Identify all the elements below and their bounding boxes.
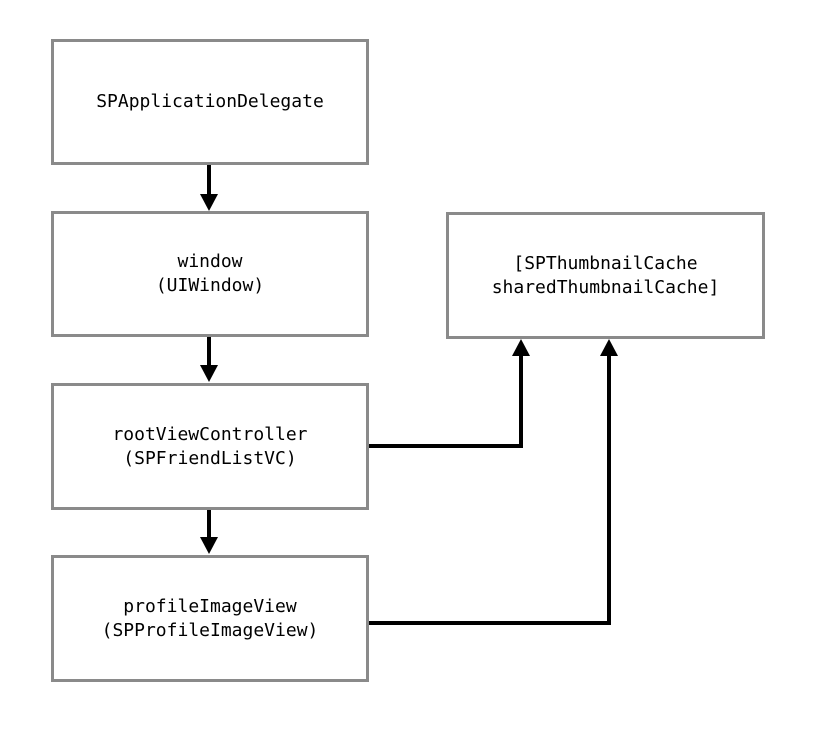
node-profile-image-view-type: (SPProfileImageView)	[101, 619, 319, 641]
node-window-name: window	[177, 251, 243, 272]
arrow-window-to-rootvc	[200, 337, 218, 382]
arrow-rootvc-to-thumbnailcache	[369, 339, 530, 448]
node-thumbnail-cache-class: [SPThumbnailCache	[513, 252, 698, 274]
node-application-delegate: SPApplicationDelegate	[51, 39, 369, 165]
node-window: window (UIWindow)	[51, 211, 369, 337]
node-thumbnail-cache-method: sharedThumbnailCache]	[491, 276, 720, 298]
node-root-view-controller-name: rootViewController	[112, 423, 308, 445]
arrow-rootvc-to-profileimageview	[200, 510, 218, 554]
arrow-appdelegate-to-window	[200, 165, 218, 211]
node-profile-image-view: profileImageView (SPProfileImageView)	[51, 555, 369, 682]
node-application-delegate-label: SPApplicationDelegate	[96, 91, 324, 112]
node-window-type: (UIWindow)	[155, 275, 265, 296]
node-root-view-controller: rootViewController (SPFriendListVC)	[51, 383, 369, 510]
node-thumbnail-cache: [SPThumbnailCache sharedThumbnailCache]	[446, 212, 765, 339]
node-root-view-controller-type: (SPFriendListVC)	[123, 447, 297, 469]
arrow-profileimageview-to-thumbnailcache	[369, 339, 618, 625]
node-profile-image-view-name: profileImageView	[123, 595, 297, 617]
